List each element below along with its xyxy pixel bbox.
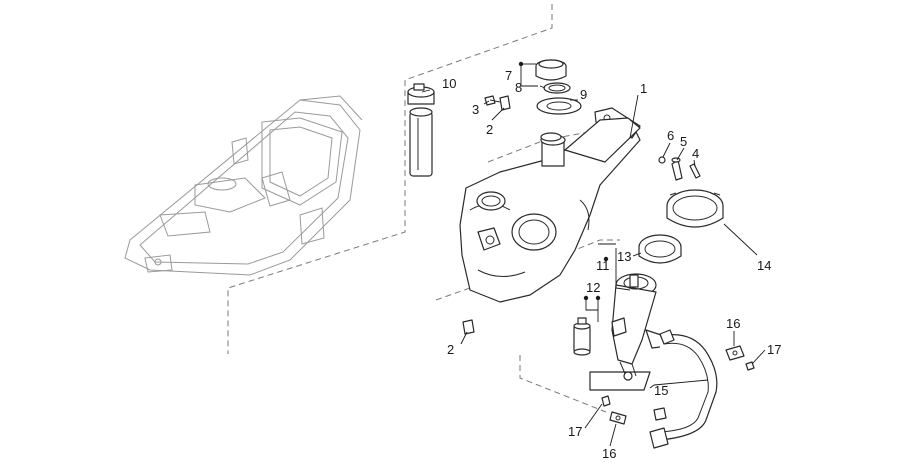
pump-seal [638, 234, 682, 264]
label-part-2-lower: 2 [447, 342, 454, 357]
label-part-16-right: 16 [726, 316, 740, 331]
hose-clamps [609, 345, 745, 425]
label-part-16-bottom: 16 [602, 446, 616, 461]
label-part-6: 6 [667, 128, 674, 143]
label-part-3: 3 [472, 102, 479, 117]
fuel-cap-assembly [535, 59, 582, 115]
label-part-17-right: 17 [767, 342, 781, 357]
label-part-13: 13 [617, 249, 631, 264]
label-part-14: 14 [757, 258, 771, 273]
fuel-hose [649, 329, 718, 449]
leader-dots [518, 61, 609, 301]
label-part-1: 1 [640, 81, 647, 96]
label-part-17-bottom: 17 [568, 424, 582, 439]
fuel-filter [573, 317, 591, 356]
label-part-4: 4 [692, 146, 699, 161]
label-part-15: 15 [654, 383, 668, 398]
label-part-8: 8 [515, 80, 522, 95]
scooter-frame-ghost [124, 95, 363, 276]
label-part-2-upper: 2 [486, 122, 493, 137]
label-part-11: 11 [596, 258, 610, 273]
part-labels: 1 2 2 3 4 5 6 7 8 9 10 11 12 13 14 15 16… [442, 68, 781, 461]
label-part-9: 9 [580, 87, 587, 102]
lock-ring [666, 189, 724, 228]
fuel-pump [589, 273, 669, 391]
fuel-tank [459, 107, 641, 303]
label-part-12: 12 [586, 280, 600, 295]
label-part-10: 10 [442, 76, 456, 91]
fuel-level-sensor [407, 83, 435, 177]
leader-lines [421, 63, 766, 447]
label-part-7: 7 [505, 68, 512, 83]
clip-parts [462, 95, 511, 335]
label-part-5: 5 [680, 134, 687, 149]
